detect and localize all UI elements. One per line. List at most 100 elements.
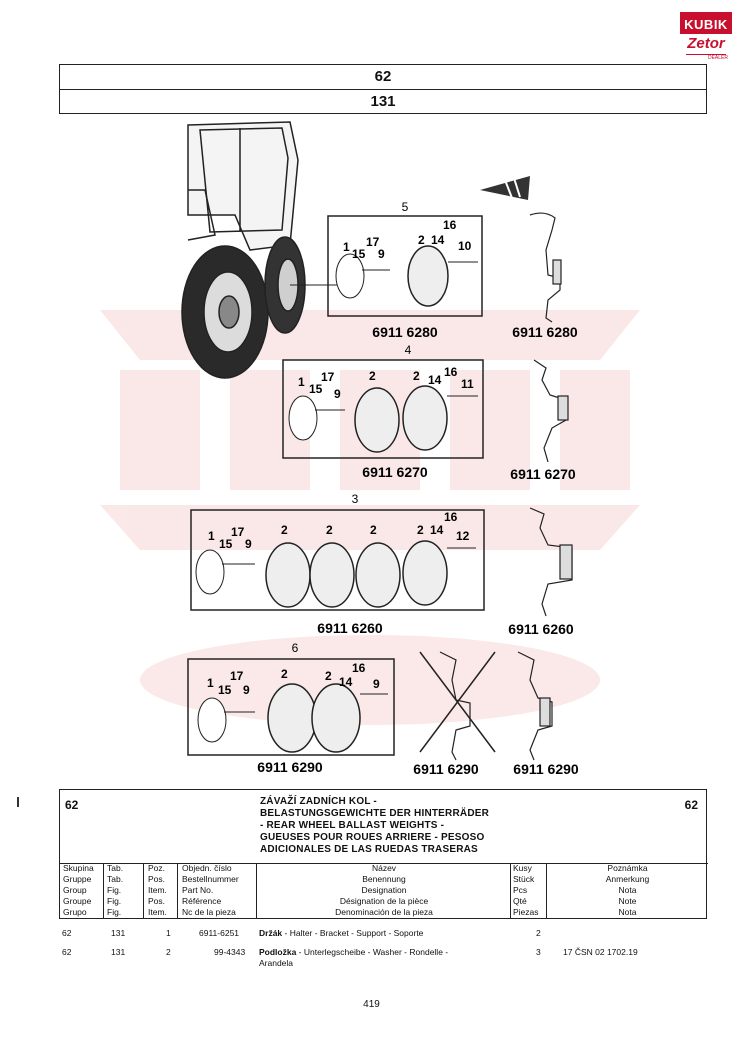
assembly-5-callout-14: 14 xyxy=(431,233,445,247)
assembly-6-variant-label: 6 xyxy=(292,641,299,655)
col-poz: Poz. Pos. Item. Pos. Item. xyxy=(148,863,176,919)
col-divider-1 xyxy=(103,863,104,919)
col-poz-en: Item. xyxy=(148,885,167,895)
col-divider-5 xyxy=(510,863,511,919)
title-line-de: BELASTUNGSGEWICHTE DER HINTERRÄDER xyxy=(260,808,490,819)
col-nazev: Název Benennung Designation Désignation … xyxy=(260,863,508,919)
table-row: 62 131 1 6911-6251 Držák - Halter - Brac… xyxy=(59,928,707,950)
col-poznamka-cz: Poznámka xyxy=(607,863,648,873)
row-2-note: 17 ČSN 02 1702.19 xyxy=(563,947,638,957)
col-divider-2 xyxy=(143,863,144,919)
header-figure-number: 131 xyxy=(60,89,706,113)
row-2-name-bold: Podložka xyxy=(259,947,297,957)
assembly-3-part-code: 6911 6260 xyxy=(317,620,383,636)
logo-small-text: DEALER xyxy=(707,55,728,61)
assembly-4-callout-11: 11 xyxy=(461,377,474,391)
col-objedn-cz: Objedn. číslo xyxy=(182,863,232,873)
row-1-part-no: 6911-6251 xyxy=(199,928,240,938)
col-poznamka-fr: Note xyxy=(618,896,637,906)
col-nazev-fr: Désignation de la pièce xyxy=(339,896,429,906)
col-skupina-fr: Groupe xyxy=(63,896,92,906)
assembly-3-callout-16: 16 xyxy=(444,510,458,524)
col-divider-4 xyxy=(256,863,257,919)
col-tab-cz: Tab. xyxy=(107,863,124,873)
col-tab-de: Tab. xyxy=(107,874,124,884)
table-group-left: 62 xyxy=(65,798,79,812)
col-nazev-cz: Název xyxy=(371,863,397,873)
col-poznamka-de: Anmerkung xyxy=(605,874,650,884)
ballast-weights-diagram: 5 6911 6280 1 15 17 9 2 14 16 10 4 6911 … xyxy=(181,121,579,777)
row-2-name-line2: Arandela xyxy=(259,958,294,968)
assembly-6-callout-1: 1 xyxy=(207,676,214,690)
assembly-3-callout-2b: 2 xyxy=(326,523,333,537)
header-group-number: 62 xyxy=(374,68,392,85)
table-row: 62 131 2 99-4343 Podložka - Unterlegsche… xyxy=(59,947,707,975)
assembly-5-callout-9: 9 xyxy=(378,247,385,261)
assembly-4-callout-9: 9 xyxy=(334,387,341,401)
assembly-variant-5 xyxy=(327,215,483,317)
col-skupina-cz: Skupina xyxy=(63,863,94,873)
side-view-4-crossed xyxy=(419,651,496,761)
assembly-5-callout-16: 16 xyxy=(443,218,457,232)
assembly-3-callout-2c: 2 xyxy=(370,523,377,537)
col-objedn-es: Nc de la pieza xyxy=(182,907,236,917)
row-1-fig: 131 xyxy=(111,928,126,938)
row-2-item: 2 xyxy=(166,947,171,957)
table-title: ZÁVAŽÍ ZADNÍCH KOL - BELASTUNGSGEWICHTE … xyxy=(260,796,489,856)
col-tab-fr: Fig. xyxy=(107,896,122,906)
side-view-3-code: 6911 6260 xyxy=(508,621,574,637)
kubik-zetor-logo: KUBIK Zetor DEALER xyxy=(680,12,732,64)
row-1-name: Držák - Halter - Bracket - Support - Sop… xyxy=(259,928,423,938)
assembly-3-callout-9: 9 xyxy=(245,537,252,551)
column-header-divider xyxy=(60,863,708,864)
col-objedn-fr: Référence xyxy=(182,896,222,906)
side-view-1-code: 6911 6280 xyxy=(512,324,578,340)
assembly-5-part-code: 6911 6280 xyxy=(372,324,438,340)
assembly-3-callout-17: 17 xyxy=(231,525,245,539)
margin-tick xyxy=(17,797,19,807)
col-tab-en: Fig. xyxy=(107,885,122,895)
col-poznamka: Poznámka Anmerkung Nota Note Nota xyxy=(550,863,705,919)
col-skupina-en: Group xyxy=(63,885,87,895)
row-1-group: 62 xyxy=(62,928,72,938)
assembly-3-callout-12: 12 xyxy=(456,529,470,543)
col-objedn-de: Bestellnummer xyxy=(182,874,239,884)
assembly-6-callout-2a: 2 xyxy=(281,667,288,681)
assembly-6-callout-16: 16 xyxy=(352,661,366,675)
col-poz-es: Item. xyxy=(148,907,167,917)
col-nazev-de: Benennung xyxy=(362,874,406,884)
col-skupina: Skupina Gruppe Group Groupe Grupo xyxy=(63,863,103,919)
row-2-group: 62 xyxy=(62,947,72,957)
title-line-fr: GUEUSES POUR ROUES ARRIERE - PESOSO xyxy=(260,832,485,843)
assembly-4-part-code: 6911 6270 xyxy=(362,464,428,480)
assembly-4-callout-14: 14 xyxy=(428,373,442,387)
assembly-3-callout-1: 1 xyxy=(208,529,215,543)
header-box: 62 131 xyxy=(59,64,707,114)
assembly-3-callout-15: 15 xyxy=(219,537,233,551)
side-view-5-code: 6911 6290 xyxy=(513,761,579,777)
assembly-4-callout-15: 15 xyxy=(309,382,323,396)
assembly-5-callout-1: 1 xyxy=(343,240,350,254)
col-tab-es: Fig. xyxy=(107,907,122,917)
assembly-5-variant-label: 5 xyxy=(402,200,409,214)
row-2-name-rest: - Unterlegscheibe - Washer - Rondelle - xyxy=(296,947,449,957)
col-nazev-es: Denominación de la pieza xyxy=(335,907,433,917)
col-poz-cz: Poz. xyxy=(148,863,166,873)
assembly-3-callout-14: 14 xyxy=(430,523,444,537)
tractor-illustration xyxy=(181,121,340,379)
assembly-variant-3 xyxy=(190,509,485,611)
col-kusy-es: Piezas xyxy=(513,907,539,917)
col-poz-fr: Pos. xyxy=(148,896,166,906)
logo-divider xyxy=(686,54,726,55)
col-skupina-es: Grupo xyxy=(63,907,87,917)
assembly-4-callout-1: 1 xyxy=(298,375,305,389)
side-view-3 xyxy=(529,507,573,617)
assembly-3-callout-2d: 2 xyxy=(417,523,424,537)
row-2-name: Podložka - Unterlegscheibe - Washer - Ro… xyxy=(259,947,448,957)
row-1-pcs: 2 xyxy=(536,928,541,938)
assembly-6-part-code: 6911 6290 xyxy=(257,759,323,775)
assembly-4-callout-16: 16 xyxy=(444,365,458,379)
col-nazev-en: Designation xyxy=(361,885,407,895)
col-kusy-en: Pcs xyxy=(513,885,528,895)
title-line-cz: ZÁVAŽÍ ZADNÍCH KOL - xyxy=(260,796,377,807)
